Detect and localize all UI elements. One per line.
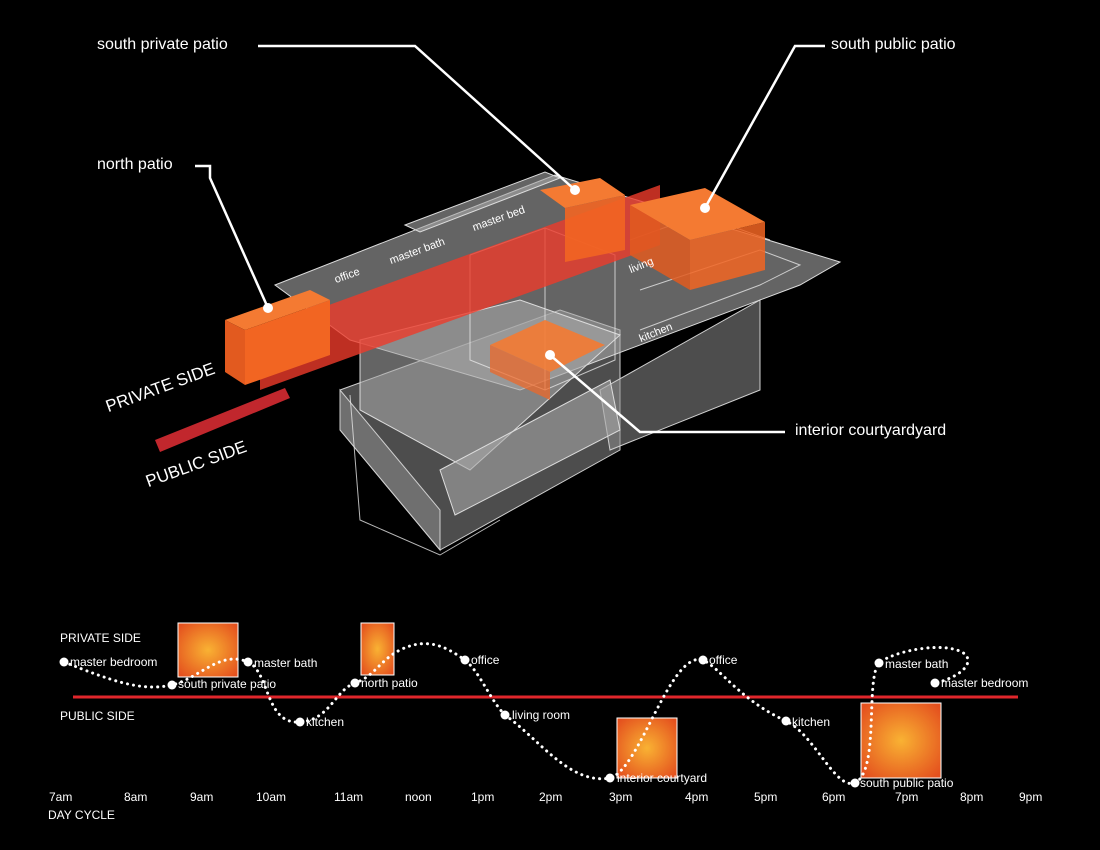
day-path <box>62 642 970 785</box>
stop-label-office: office <box>471 653 500 667</box>
callout-interior-courtyard: interior courtyardyard <box>795 422 947 439</box>
tick-1pm: 1pm <box>471 790 495 804</box>
tick-6pm: 6pm <box>822 790 846 804</box>
stop-label-master-bedroom-2: master bedroom <box>941 676 1029 690</box>
callout-south-private-patio: south private patio <box>97 36 228 53</box>
tick-noon: noon <box>405 790 432 804</box>
tick-3pm: 3pm <box>609 790 633 804</box>
private-wall <box>260 185 660 390</box>
stop-label-kitchen-2: kitchen <box>792 715 831 729</box>
tick-10am: 10am <box>256 790 287 804</box>
stop-label-south-private-patio: south private patio <box>178 677 277 691</box>
stop-label-kitchen: kitchen <box>306 715 345 729</box>
stop-label-master-bath: master bath <box>254 656 318 670</box>
timeline-public-side-label: PUBLIC SIDE <box>60 709 135 723</box>
tick-11am: 11am <box>334 790 364 804</box>
callout-dots <box>263 185 710 360</box>
stop-label-living-room: living room <box>512 708 571 722</box>
south-private-patio-volume <box>540 178 625 262</box>
activity-box-south-private-patio <box>177 622 239 678</box>
stop-label-south-public-patio: south public patio <box>860 776 954 790</box>
tick-5pm: 5pm <box>754 790 778 804</box>
stop-dots <box>59 655 940 788</box>
tick-2pm: 2pm <box>539 790 563 804</box>
interior-courtyard-volume <box>490 320 605 400</box>
north-patio-volume <box>225 290 330 385</box>
stop-label-north-patio: north patio <box>361 676 418 690</box>
tick-7pm: 7pm <box>895 790 919 804</box>
stop-label-interior-courtyard: interior courtyard <box>617 771 708 785</box>
public-side-bar <box>155 388 290 452</box>
callout-north-patio: north patio <box>97 156 173 173</box>
stop-label-office-2: office <box>709 653 738 667</box>
tick-8am: 8am <box>124 790 148 804</box>
day-cycle-caption: DAY CYCLE <box>48 808 115 822</box>
callout-leaders <box>195 44 825 434</box>
tick-7am: 7am <box>49 790 73 804</box>
timeline-private-side-label: PRIVATE SIDE <box>60 631 141 645</box>
activity-box-north-patio <box>360 622 395 676</box>
south-public-patio-volume <box>630 188 765 290</box>
stop-label-master-bath-2: master bath <box>885 657 949 671</box>
tick-9am: 9am <box>190 790 214 804</box>
activity-box-south-public-patio <box>860 702 942 779</box>
callout-south-public-patio: south public patio <box>831 36 956 53</box>
stop-label-master-bedroom: master bedroom <box>70 655 158 669</box>
tick-8pm: 8pm <box>960 790 984 804</box>
tick-4pm: 4pm <box>685 790 709 804</box>
tick-9pm: 9pm <box>1019 790 1043 804</box>
